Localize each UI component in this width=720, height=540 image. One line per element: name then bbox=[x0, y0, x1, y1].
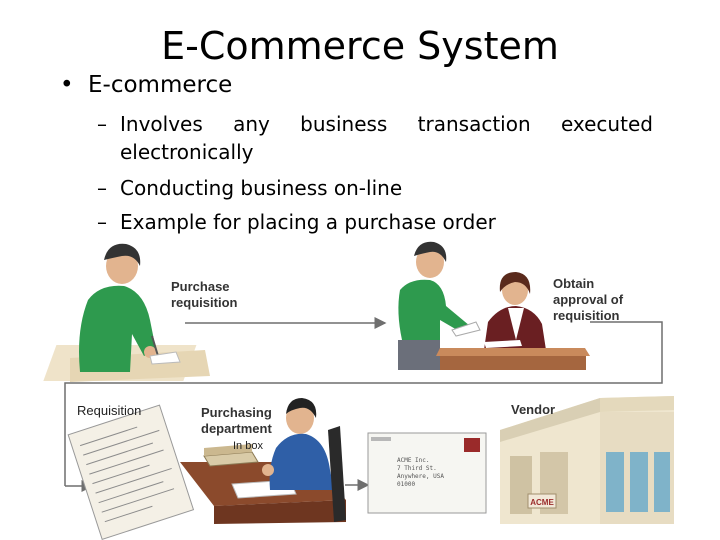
label-obtain-approval: Obtain approval of requisition bbox=[553, 276, 624, 323]
label-purchasing-department: Purchasing department bbox=[201, 405, 272, 436]
sub-bullet-1-line1: Involves any business transaction execut… bbox=[120, 112, 653, 136]
requisition-form-icon bbox=[67, 404, 195, 540]
label-purchase-requisition: Purchase requisition bbox=[171, 279, 238, 310]
bullet-ecommerce: • E-commerce bbox=[60, 72, 232, 98]
bullet-dot: • bbox=[60, 72, 74, 98]
label-in-box: In box bbox=[233, 440, 263, 452]
vendor-store-icon: ACME bbox=[500, 396, 674, 524]
label-requisition: Requisition bbox=[77, 403, 142, 418]
dash: – bbox=[97, 112, 107, 136]
return-line bbox=[64, 321, 663, 486]
label-vendor: Vendor bbox=[511, 402, 556, 417]
sub-bullet-1-line2: electronically bbox=[120, 140, 254, 164]
store-sign-text: ACME bbox=[530, 498, 554, 507]
employee-handing-form-icon bbox=[398, 241, 481, 370]
envelope-line-2: 7 Third St. bbox=[397, 465, 437, 472]
envelope-line-4: 01000 bbox=[397, 481, 415, 488]
sub-bullet-1: – Involves any business transaction exec… bbox=[0, 110, 720, 140]
envelope-icon: ACME Inc. 7 Third St. Anywhere, USA 0100… bbox=[367, 432, 487, 514]
manager-at-desk-icon bbox=[436, 272, 590, 370]
purchasing-department-icon bbox=[180, 398, 346, 524]
bullet-text: E-commerce bbox=[88, 72, 233, 98]
page-title: E-Commerce System bbox=[161, 24, 559, 68]
envelope-line-3: Anywhere, USA bbox=[397, 473, 444, 480]
envelope-line-1: ACME Inc. bbox=[397, 457, 430, 464]
employee-writing-icon bbox=[43, 243, 210, 382]
